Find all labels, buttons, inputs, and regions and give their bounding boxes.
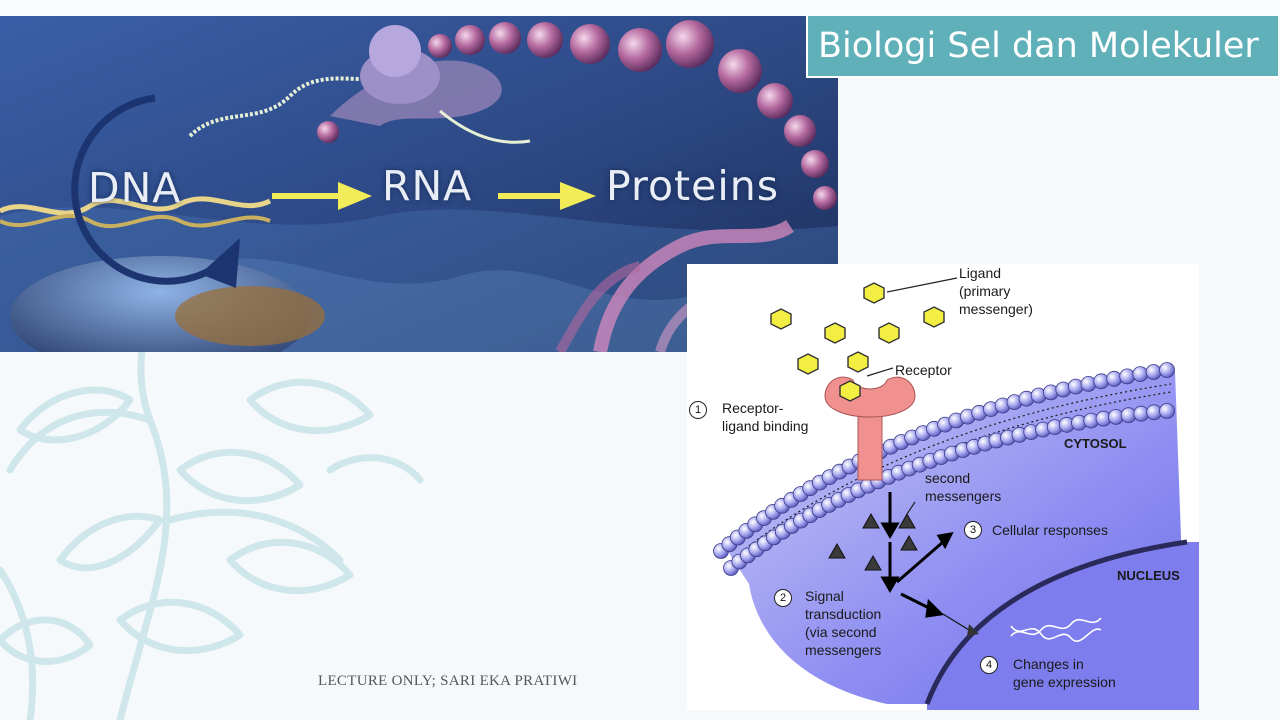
membrane-lipid-head	[1132, 366, 1149, 382]
cytosol-label: CYTOSOL	[1064, 436, 1127, 451]
ribosome	[360, 25, 440, 104]
step-number: 2	[774, 589, 792, 607]
ligands	[770, 282, 945, 375]
top-strip	[0, 0, 1280, 16]
membrane-lipid-head	[1145, 364, 1162, 380]
arrow-right-icon	[272, 182, 372, 210]
signal-arrows	[880, 492, 954, 618]
receptor	[824, 376, 916, 481]
dna-rna-proteins-banner: DNA RNA Proteins	[0, 16, 838, 352]
banner-word-dna: DNA	[88, 164, 182, 212]
membrane-lipid-head	[1093, 373, 1110, 390]
membrane-lipid-head	[1080, 376, 1097, 392]
banner-word-proteins: Proteins	[606, 162, 780, 210]
step-number: 1	[689, 401, 707, 419]
nucleus-label: NUCLEUS	[1117, 568, 1180, 583]
receptor-ligand-binding-label: Receptor-ligand binding	[722, 400, 809, 434]
membrane-lipid-head	[1106, 370, 1123, 387]
footer-text: LECTURE ONLY; SARI EKA PRATIWI	[318, 673, 578, 689]
step-number: 3	[964, 521, 982, 539]
membrane-lipid-head	[1159, 362, 1175, 378]
step-number: 4	[980, 656, 998, 674]
receptor-label: Receptor	[895, 362, 952, 378]
banner-word-rna: RNA	[382, 162, 473, 210]
arrow-right-icon	[498, 182, 596, 210]
membrane-inner-heads	[723, 403, 1175, 576]
membrane-lipid-head	[1119, 368, 1136, 385]
amino-acid-chain	[317, 20, 837, 210]
cycle-arrow-icon	[71, 94, 240, 288]
slide-title: Biologi Sel dan Molekuler	[806, 16, 1278, 78]
dna-helix	[1010, 617, 1102, 642]
membrane-lipid-head	[1159, 403, 1175, 419]
cellular-responses-label: Cellular responses	[992, 522, 1108, 538]
second-messenger-triangles	[828, 512, 918, 571]
